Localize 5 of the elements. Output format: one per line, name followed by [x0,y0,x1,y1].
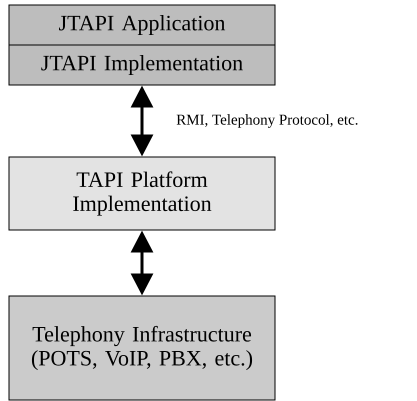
layer-box: JTAPI Implementation [8,44,276,86]
layer-box: TAPI Platform Implementation [8,156,276,230]
layer-box: Telephony Infrastructure (POTS, VoIP, PBX, etc.) [8,296,276,400]
edge-label: RMI, Telephony Protocol, etc. [176,114,358,128]
layer-box: JTAPI Application [8,4,276,46]
